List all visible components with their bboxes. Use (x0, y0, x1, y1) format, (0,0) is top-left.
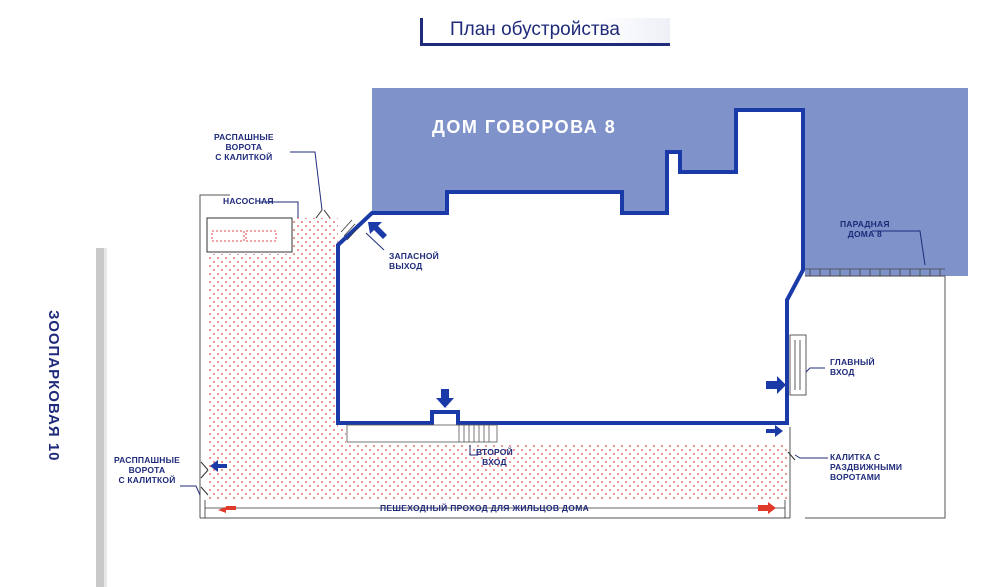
arrow-emergency-exit (368, 222, 387, 239)
stairs-second-entrance (346, 424, 498, 443)
street-wall (96, 248, 106, 587)
arrow-left-gate (210, 460, 227, 472)
sliding-gate-label: КАЛИТКА С РАЗДВИЖНЫМИ ВОРОТАМИ (830, 452, 903, 482)
gates-top-label: РАСПАШНЫЕ ВОРОТА С КАЛИТКОЙ (214, 132, 274, 162)
pump-house (206, 217, 293, 253)
courtyard-boundary (199, 194, 230, 518)
title-frame (420, 18, 670, 46)
arrow-sliding-gate (766, 425, 783, 437)
neighbor-building-label: ДОМ ГОВОРОВА 8 (432, 117, 617, 137)
walkway-arrow-left (218, 506, 236, 513)
second-entrance-label: ВТОРОЙ ВХОД (476, 447, 513, 467)
gates-left-icon (200, 461, 209, 496)
street-label: ЗООПАРКОВАЯ 10 (45, 310, 62, 462)
main-entrance-porch (789, 334, 807, 396)
emergency-exit-label: ЗАПАСНОЙ ВЫХОД (389, 251, 439, 271)
walkway-arrow-right (758, 502, 776, 514)
plan-title: План обустройства (450, 19, 620, 40)
stairs-emergency (340, 219, 359, 241)
entrance-arrows (210, 222, 786, 472)
gates-top-icon (315, 209, 331, 219)
front-door-label: ПАРАДНАЯ ДОМА 8 (840, 219, 890, 239)
arrow-second-entrance (436, 389, 454, 408)
sliding-gate-icon (787, 451, 796, 461)
main-entrance-label: ГЛАВНЫЙ ВХОД (830, 357, 875, 377)
pump-house-label: НАСОСНАЯ (223, 196, 274, 206)
arrow-main-entrance (766, 376, 786, 394)
walkway-line (204, 500, 786, 518)
front-door-fence (805, 268, 945, 277)
building-outline (336, 108, 805, 425)
walkway-label: ПЕШЕХОДНЫЙ ПРОХОД ДЛЯ ЖИЛЬЦОВ ДОМА (380, 503, 590, 513)
gates-left-label: РАСППАШНЫЕ ВОРОТА С КАЛИТКОЙ (114, 455, 181, 485)
leader-lines (180, 151, 926, 496)
